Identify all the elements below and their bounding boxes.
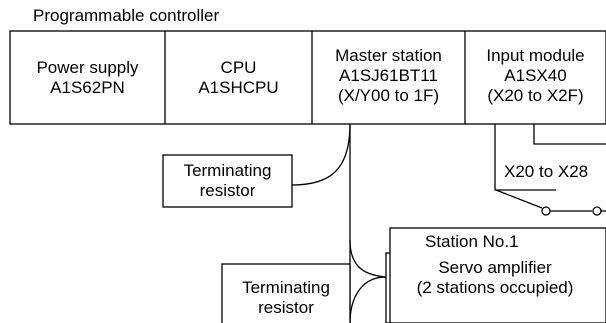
terminator-2-label: Terminating resistor (222, 278, 350, 318)
module-cpu: CPU A1SHCPU (165, 58, 312, 98)
servo-link (349, 239, 387, 278)
input-switch-label: X20 to X28 (504, 162, 589, 181)
module-model: A1SJ61BT11 (339, 66, 438, 85)
terminator-line: Terminating (183, 161, 272, 180)
module-address: (X/Y00 to 1F) (337, 86, 440, 105)
terminator-1-box (162, 154, 293, 208)
module-address: (X20 to X2F) (487, 86, 584, 105)
terminator-1-label: Terminating resistor (163, 161, 292, 201)
plc-rack-frame (9, 30, 606, 125)
module-model: A1S62PN (50, 78, 125, 97)
module-input: Input module A1SX40 (X20 to X2F) (465, 46, 606, 106)
terminator-line: Terminating (242, 278, 330, 297)
switch-contact (495, 189, 543, 209)
input-wire-right (533, 124, 606, 145)
module-model: A1SX40 (504, 66, 567, 85)
terminator-1-lead (291, 123, 351, 186)
servo-amplifier-outline (389, 227, 606, 323)
diagram-title: Programmable controller (33, 6, 220, 25)
servo-amplifier-label: Servo amplifier (2 stations occupied) (390, 258, 600, 298)
module-name: Power supply (36, 58, 139, 77)
module-model: A1SHCPU (198, 78, 279, 97)
servo-note: (2 stations occupied) (416, 278, 574, 297)
module-power-supply: Power supply A1S62PN (10, 58, 165, 98)
terminator-2-box (221, 263, 351, 323)
module-name: Input module (486, 46, 585, 65)
terminator-line: resistor (199, 181, 256, 200)
switch-terminal-icon (592, 206, 602, 216)
terminator-2-lead (349, 276, 387, 323)
servo-name: Servo amplifier (438, 258, 552, 277)
module-name: Master station (335, 46, 442, 65)
station-label: Station No.1 (425, 232, 519, 251)
module-name: CPU (220, 58, 257, 77)
terminator-line: resistor (258, 298, 314, 317)
switch-terminal-icon (541, 206, 551, 216)
input-wire-left (494, 124, 556, 191)
module-master-station: Master station A1SJ61BT11 (X/Y00 to 1F) (312, 46, 465, 106)
